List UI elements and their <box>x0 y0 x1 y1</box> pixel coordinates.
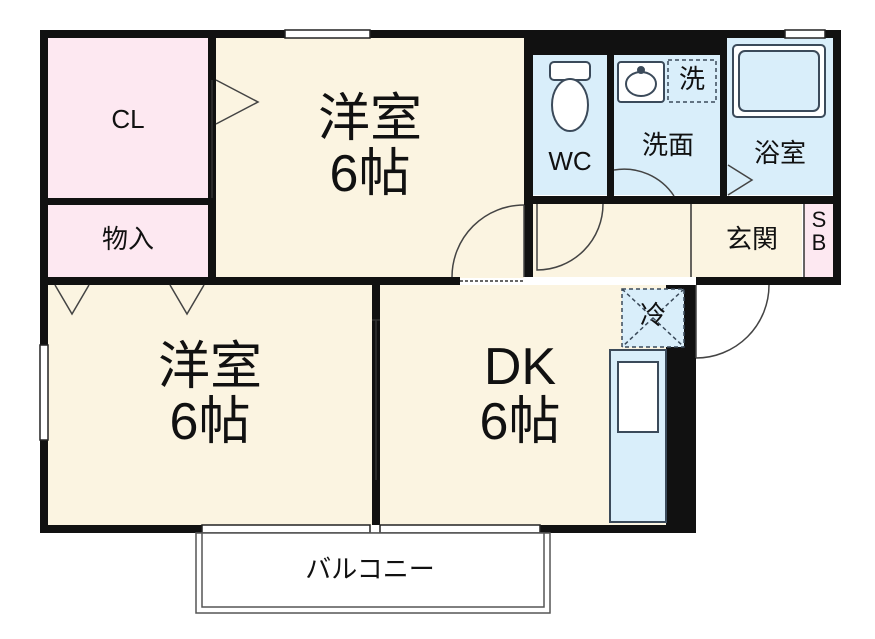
washer-area <box>667 59 717 103</box>
storage-floor <box>48 205 208 277</box>
window-icon <box>284 29 371 39</box>
western-room-left-floor <box>48 285 372 525</box>
closet-floor <box>48 38 208 198</box>
shoe-box-floor <box>804 204 834 277</box>
entrance-floor <box>532 204 802 277</box>
partitions <box>211 80 805 480</box>
sink-icon <box>617 61 665 103</box>
window-icon <box>379 524 541 534</box>
western-room-top-floor <box>216 38 524 278</box>
kitchen-counter-icon <box>609 349 667 523</box>
window-icon <box>201 524 371 534</box>
window-icon <box>39 344 49 441</box>
window-icon <box>784 29 826 39</box>
door-swing-icon <box>54 79 770 359</box>
balcony <box>195 532 551 614</box>
bathtub-icon <box>732 44 826 118</box>
toilet-icon <box>549 61 591 132</box>
fridge-area <box>621 288 685 348</box>
